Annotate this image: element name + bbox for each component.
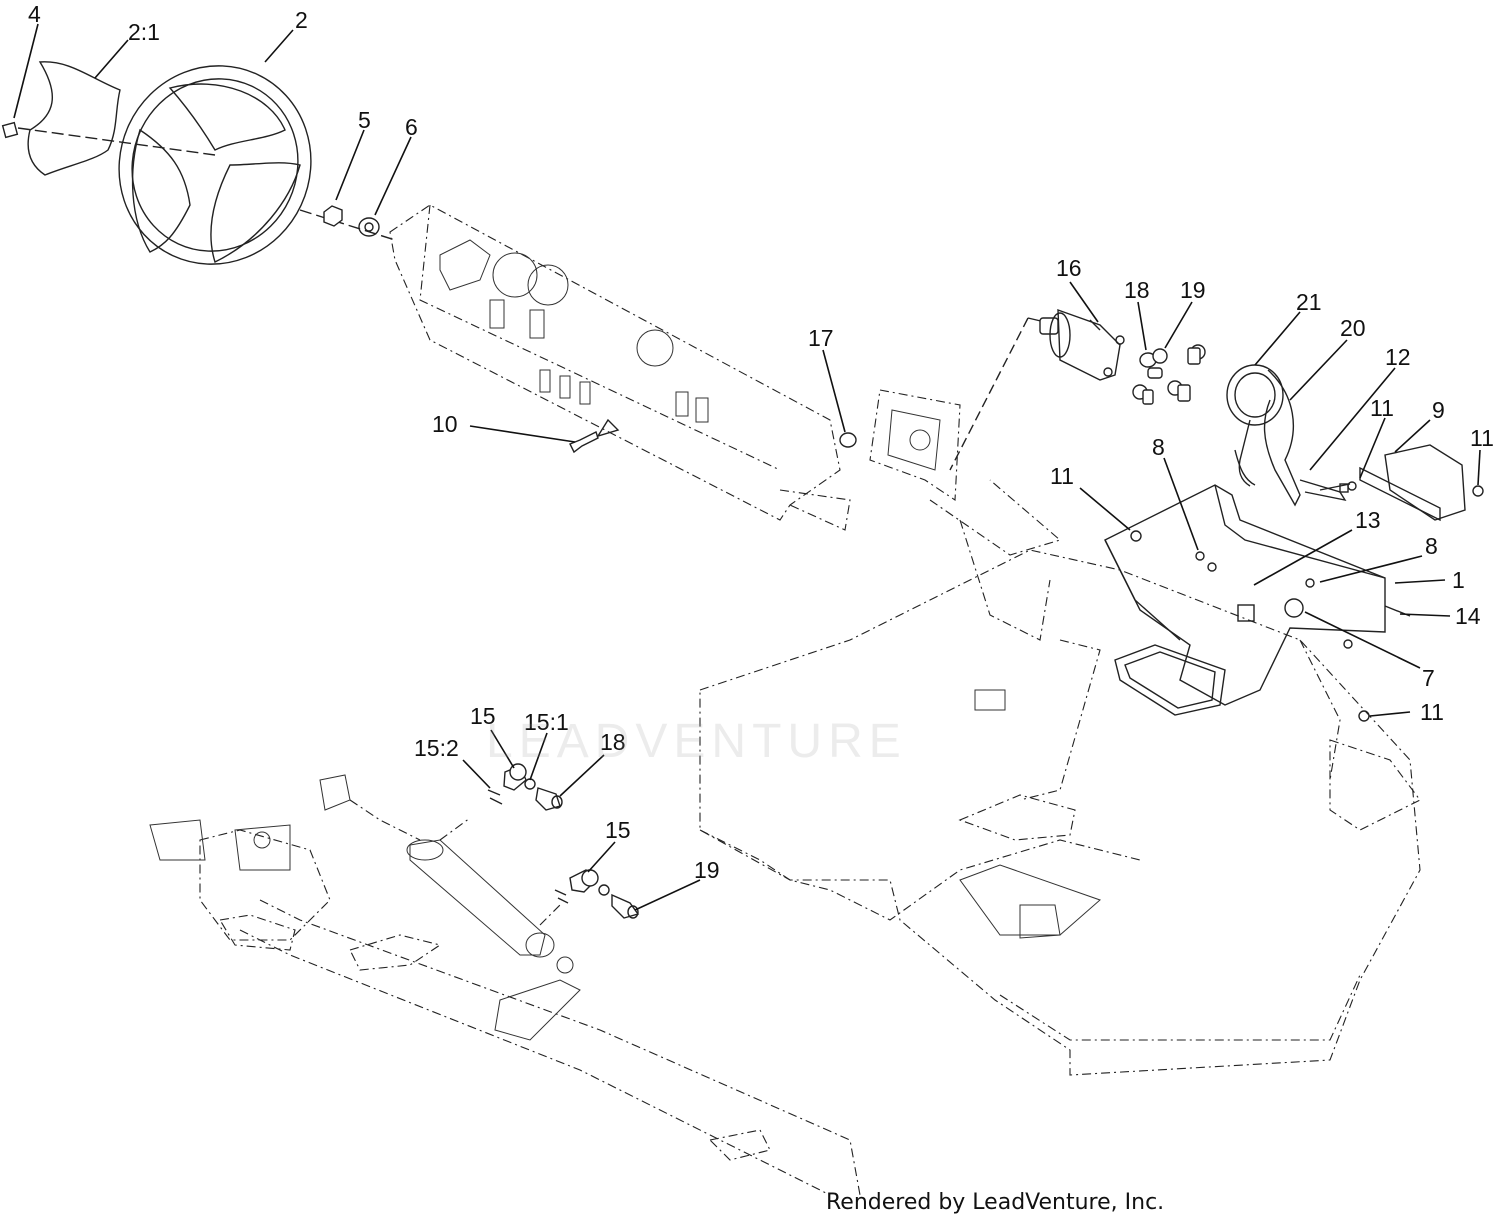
leader-lines: [13, 23, 1481, 911]
callout-21: 21: [1296, 289, 1322, 315]
hydraulic-fittings-lower: [487, 763, 640, 919]
pedal-assembly: [1226, 364, 1349, 507]
callout-4: 4: [28, 1, 41, 27]
callout-15-2: 15:2: [414, 735, 459, 761]
footer-credit: Rendered by LeadVenture, Inc.: [826, 1190, 1165, 1215]
callout-17: 17: [808, 325, 834, 351]
callout-11-bottom: 11: [1420, 699, 1444, 725]
callout-5: 5: [358, 107, 371, 133]
callout-6: 6: [405, 114, 418, 140]
bracket-assembly: [1104, 444, 1484, 722]
callout-18-bottom: 18: [600, 729, 626, 755]
callout-7: 7: [1422, 665, 1435, 691]
callout-10: 10: [432, 411, 458, 437]
callout-2-1: 2:1: [128, 19, 160, 45]
callout-15-bottom: 15: [605, 817, 631, 843]
callout-labels: 4 2:1 2 5 6 16 18 19 21 20 12 17 11 9 11…: [28, 1, 1494, 883]
callout-20: 20: [1340, 315, 1366, 341]
callout-11-far-right: 11: [1470, 425, 1494, 451]
steering-wheel: [1, 61, 396, 265]
callout-19-bottom: 19: [694, 857, 720, 883]
fasteners: [569, 418, 1357, 491]
callout-8-top: 8: [1152, 434, 1165, 460]
callout-16: 16: [1056, 255, 1082, 281]
callout-9: 9: [1432, 397, 1445, 423]
callout-15-top: 15: [470, 703, 496, 729]
motor-assembly: [949, 308, 1125, 471]
callout-2: 2: [295, 7, 308, 33]
callout-11-left: 11: [1050, 463, 1074, 489]
callout-8-right: 8: [1425, 533, 1438, 559]
callout-15-1: 15:1: [524, 709, 569, 735]
callout-11-right-a: 11: [1370, 395, 1394, 421]
hydraulic-fittings-top: [1132, 344, 1206, 405]
callout-13: 13: [1355, 507, 1381, 533]
callout-1: 1: [1452, 567, 1465, 593]
callout-19-top: 19: [1180, 277, 1206, 303]
chassis-outline: [149, 204, 1421, 1196]
leadventure-watermark: LEADVENTURE: [486, 715, 907, 768]
callout-12: 12: [1385, 344, 1411, 370]
callout-14: 14: [1455, 603, 1481, 629]
callout-18-top: 18: [1124, 277, 1150, 303]
